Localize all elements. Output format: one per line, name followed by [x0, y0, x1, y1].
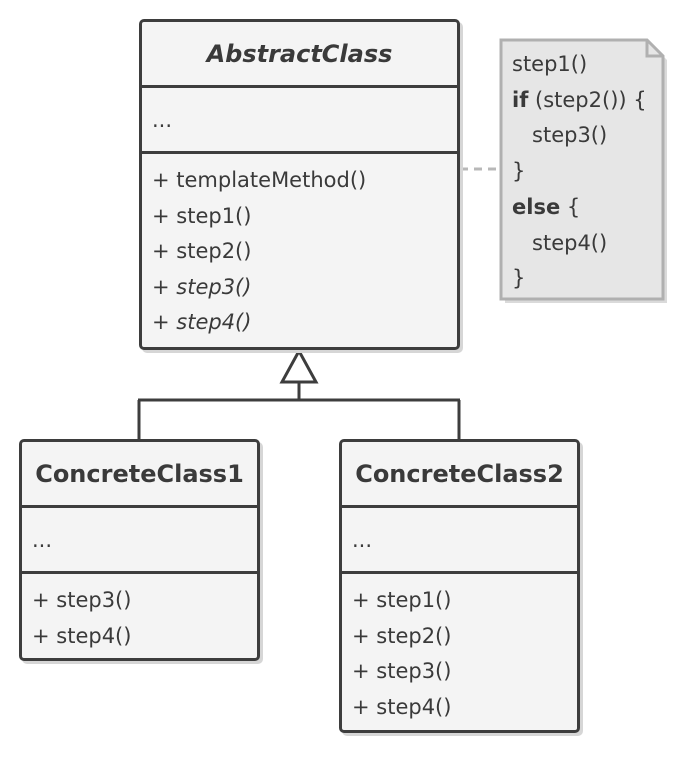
method-step3: + step3()	[32, 588, 132, 612]
method-step4-abstract: + step4()	[152, 310, 252, 334]
concrete-class2-box: ConcreteClass2 ... + step1() + step2() +…	[339, 439, 580, 733]
abstract-class-fields: ...	[142, 85, 457, 151]
note-shape	[499, 38, 665, 301]
note-fold-icon	[645, 40, 663, 58]
note-else-brace: {	[560, 194, 581, 219]
note-line: }	[512, 159, 526, 184]
note-line: else {	[512, 190, 647, 226]
note-keyword-if: if	[512, 87, 529, 112]
note-line: step3()	[512, 123, 608, 148]
method-step1: + step1()	[352, 588, 452, 612]
abstract-class-box: AbstractClass ... + templateMethod() + s…	[139, 19, 460, 350]
method-step1: + step1()	[152, 203, 252, 228]
method-template-method: + templateMethod()	[152, 168, 367, 192]
concrete-class1-box: ConcreteClass1 ... + step3() + step4()	[19, 439, 260, 661]
note-line: step1()	[512, 52, 588, 76]
method-step2: + step2()	[152, 239, 252, 263]
concrete-class2-name: ConcreteClass2	[355, 459, 564, 488]
method-step3-abstract: + step3()	[152, 274, 252, 299]
method-step4: + step4()	[32, 623, 132, 648]
method-step4: + step4()	[352, 694, 452, 719]
concrete-class2-methods: + step1() + step2() + step3() + step4()	[342, 571, 577, 725]
note-keyword-else: else	[512, 194, 561, 219]
method-step2: + step2()	[352, 623, 452, 648]
template-method-note: step1() if (step2()) { step3()} else { ste…	[512, 47, 647, 297]
method-step3: + step3()	[352, 659, 452, 683]
abstract-class-methods: + templateMethod() + step1() + step2() +…	[142, 151, 457, 341]
abstract-class-name: AbstractClass	[206, 39, 393, 68]
concrete-class2-fields: ...	[342, 505, 577, 571]
note-line: }	[512, 266, 526, 291]
concrete-class1-fields: ...	[22, 505, 257, 571]
note-line: step4()	[512, 230, 608, 255]
concrete-class1-name: ConcreteClass1	[35, 459, 244, 488]
concrete-class1-methods: + step3() + step4()	[22, 571, 257, 654]
note-line: if (step2()) {	[512, 83, 647, 119]
note-if-condition: (step2()) {	[528, 87, 647, 112]
generalization-arrow-icon	[279, 347, 319, 384]
